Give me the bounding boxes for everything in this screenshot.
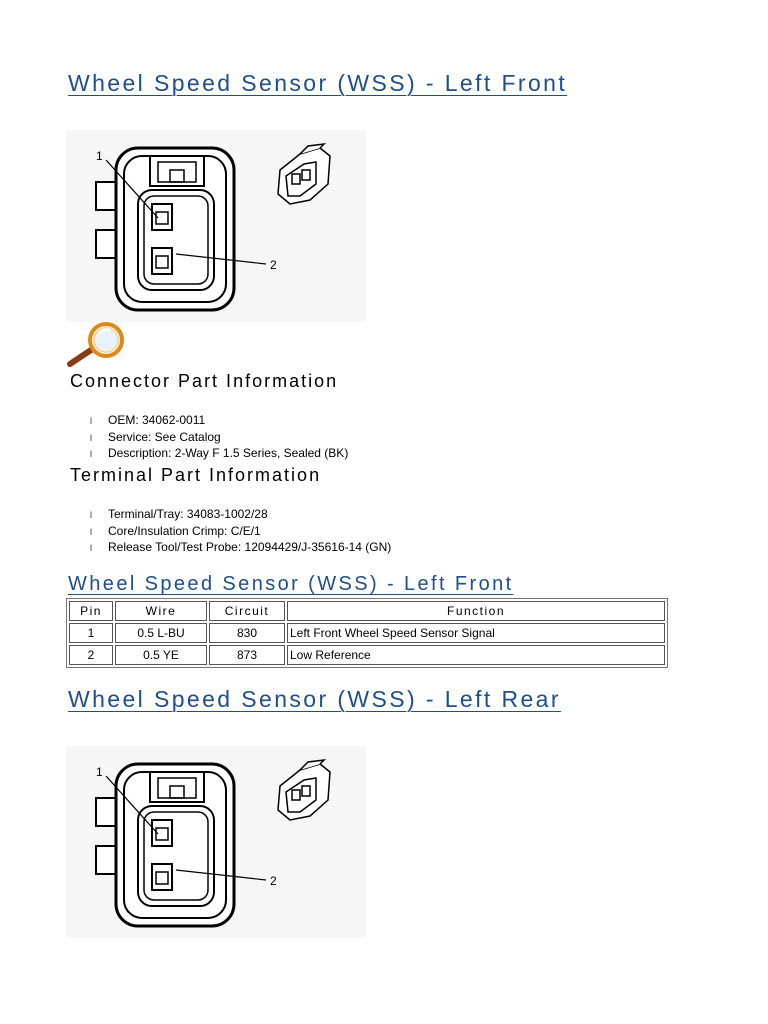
cell-wire: 0.5 L-BU: [115, 623, 207, 643]
table-row: 2 0.5 YE 873 Low Reference: [69, 645, 665, 665]
pin1-label: 1: [96, 765, 103, 779]
pin2-label: 2: [270, 874, 277, 888]
connector-diagram-left-rear: 1 2: [66, 746, 366, 938]
table-row: 1 0.5 L-BU 830 Left Front Wheel Speed Se…: [69, 623, 665, 643]
cell-circuit: 873: [209, 645, 285, 665]
col-header-circuit: Circuit: [209, 601, 285, 621]
cell-function: Low Reference: [287, 645, 665, 665]
cell-pin: 1: [69, 623, 113, 643]
pin1-label: 1: [96, 149, 103, 163]
col-header-wire: Wire: [115, 601, 207, 621]
connector-part-heading: Connector Part Information: [70, 371, 339, 391]
cell-function: Left Front Wheel Speed Sensor Signal: [287, 623, 665, 643]
section-title-left-front[interactable]: Wheel Speed Sensor (WSS) - Left Front: [68, 70, 568, 96]
connector-diagram-left-front: 1 2: [66, 130, 366, 322]
section-title-left-rear[interactable]: Wheel Speed Sensor (WSS) - Left Rear: [68, 686, 561, 712]
table-header-row: Pin Wire Circuit Function: [69, 601, 665, 621]
col-header-pin: Pin: [69, 601, 113, 621]
cell-circuit: 830: [209, 623, 285, 643]
cell-wire: 0.5 YE: [115, 645, 207, 665]
pin-table-title[interactable]: Wheel Speed Sensor (WSS) - Left Front: [68, 573, 514, 595]
terminal-part-heading: Terminal Part Information: [70, 465, 322, 485]
col-header-function: Function: [287, 601, 665, 621]
magnifier-icon[interactable]: [66, 322, 126, 368]
pin-table: Pin Wire Circuit Function 1 0.5 L-BU 830…: [66, 598, 668, 668]
cell-pin: 2: [69, 645, 113, 665]
pin2-label: 2: [270, 258, 277, 272]
